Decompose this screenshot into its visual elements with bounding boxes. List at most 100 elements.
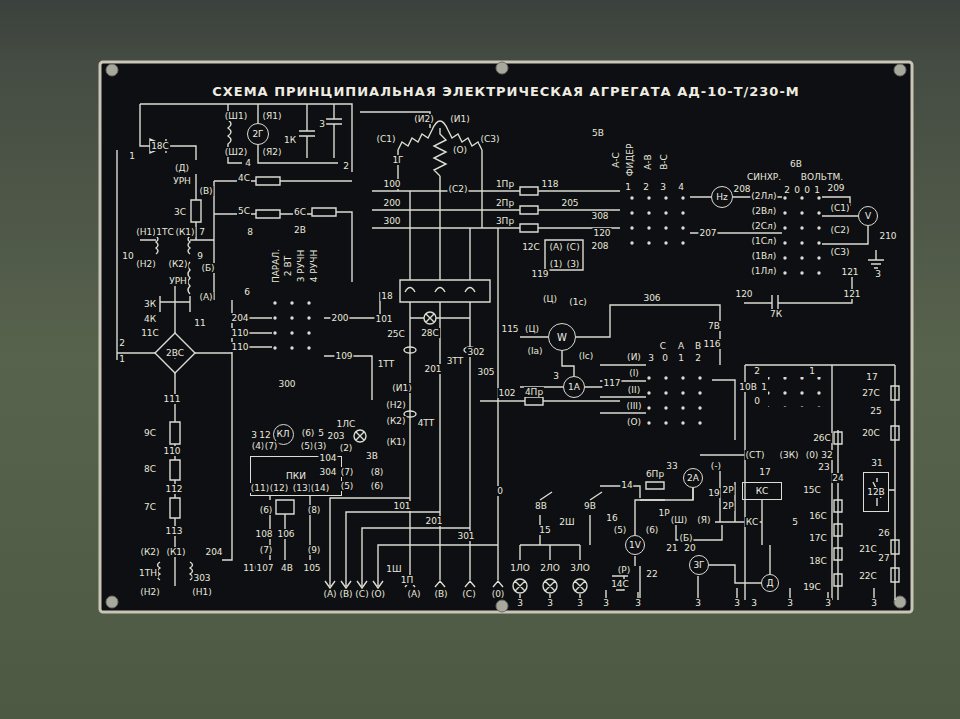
meter-circle: 2Г xyxy=(247,123,269,145)
wire-label: (1с) xyxy=(568,297,588,307)
wire-label: 3 xyxy=(552,371,560,381)
wire-label: 3 xyxy=(634,598,642,608)
wire-label: 18 xyxy=(380,291,393,301)
meter-circle: 1V xyxy=(625,535,645,555)
wire-label: 204 xyxy=(204,547,223,557)
wire-label: 3 xyxy=(750,598,758,608)
wire-label: 33 xyxy=(665,461,678,471)
wire-label: 121 xyxy=(840,267,859,277)
wire-label: 119 xyxy=(530,269,549,279)
wire-label: 203 xyxy=(326,431,345,441)
wire-connector xyxy=(562,351,574,376)
wire-label: 303 xyxy=(192,573,211,583)
wire-label: 115 xyxy=(500,324,519,334)
wire-label: 22С xyxy=(858,571,878,581)
wire-label: (И2) xyxy=(413,114,434,124)
wires xyxy=(117,104,895,600)
wire-label: 3Пр xyxy=(495,216,515,226)
wire-label: 7С xyxy=(143,502,157,512)
node-text: 2А xyxy=(687,473,699,483)
wire-label: (1Сл) xyxy=(751,236,778,246)
wire-label: (Н2) xyxy=(385,400,407,410)
wire-label: 31 xyxy=(870,458,883,468)
component-box: 12В xyxy=(863,472,889,512)
wire-label: 200 xyxy=(330,313,349,323)
wire-label: 17 xyxy=(758,467,771,477)
wire-label: 15 xyxy=(538,525,551,535)
wire-label: (С2) xyxy=(829,225,850,235)
wire-label: 8 xyxy=(246,227,254,237)
node-text: W xyxy=(557,332,567,343)
wire-label: 0 xyxy=(803,185,811,195)
wire-label: 9В xyxy=(583,501,597,511)
wire-label: С xyxy=(659,341,667,351)
wire-label: (0) xyxy=(805,450,820,460)
wire-label: (Н2) xyxy=(135,259,157,269)
wire-label: (С) xyxy=(354,589,369,599)
wire-label: (В) xyxy=(338,589,353,599)
wire-label: 3 xyxy=(659,182,667,192)
wire-label: 3 xyxy=(516,598,524,608)
wire-label: 302 xyxy=(466,347,485,357)
wire-label: 1 xyxy=(813,185,821,195)
wire-label: 101 xyxy=(392,501,411,511)
node-text: КС xyxy=(756,486,769,496)
components xyxy=(150,139,899,593)
wire-label: 0 xyxy=(793,185,801,195)
wire-label: 3 xyxy=(694,598,702,608)
wire-label: 18С xyxy=(808,556,828,566)
wire-label: 101 xyxy=(374,314,393,324)
meter-circle: W xyxy=(548,323,576,351)
wire-label: 10В xyxy=(738,382,758,392)
wire-label: 1Г xyxy=(391,155,404,165)
wire-label: (СТ) xyxy=(745,450,766,460)
wire-label: (Ц) xyxy=(542,294,558,304)
wire-label: 3 xyxy=(250,430,258,440)
screws xyxy=(106,62,906,612)
wire-label: (А) xyxy=(322,589,337,599)
wire-label: (7) xyxy=(340,467,355,477)
wire-label: 120 xyxy=(592,228,611,238)
component-box: КС xyxy=(742,482,782,500)
wire-label: (8) xyxy=(370,467,385,477)
wire-label: 107 xyxy=(255,563,274,573)
wire-label: (1) xyxy=(549,259,564,269)
wire-label: 2 ВТ xyxy=(283,255,293,277)
wire-label: 8С xyxy=(143,464,157,474)
node-text: 1V xyxy=(629,540,641,550)
wire-label: (С3) xyxy=(479,134,500,144)
wire-label: 7 xyxy=(198,227,206,237)
wire-label: 204 xyxy=(230,313,249,323)
wire-label: 301 xyxy=(456,531,475,541)
wire-label: 20 xyxy=(683,543,696,553)
wire-label: 16С xyxy=(808,511,828,521)
wire-label: 12С xyxy=(521,242,541,252)
wire-label: 3 xyxy=(602,598,610,608)
wire-label: 2 xyxy=(342,161,350,171)
wire-label: 0 xyxy=(496,486,504,496)
wire-label: (И1) xyxy=(449,114,470,124)
wire-label: 106 xyxy=(276,529,295,539)
wire-label: 6С xyxy=(293,207,307,217)
wire-label: 1ТН xyxy=(138,568,158,578)
wire-label: (3К) xyxy=(778,450,799,460)
wire-label: (С1) xyxy=(375,134,396,144)
wire-label: 10 xyxy=(121,251,134,261)
wire-label: (2Сл) xyxy=(751,221,778,231)
wire-connector xyxy=(635,488,693,535)
wire-label: ФИДЕР xyxy=(625,143,635,178)
wire-label: КС xyxy=(745,517,760,527)
wire-label: (К2) xyxy=(167,259,188,269)
wire-label: 17 xyxy=(865,372,878,382)
wire-label: 2ВС xyxy=(165,348,185,358)
meter-circle: Hz xyxy=(711,186,733,208)
wire-label: 1ЛО xyxy=(509,563,531,573)
wire-label: 2Р xyxy=(721,485,734,495)
wire-label: 2В xyxy=(293,225,307,235)
wire-label: (К2) xyxy=(385,416,406,426)
wire-label: 111 xyxy=(162,394,181,404)
wire-label: 3ЛО xyxy=(569,563,591,573)
wire-label: А-С xyxy=(611,151,621,169)
